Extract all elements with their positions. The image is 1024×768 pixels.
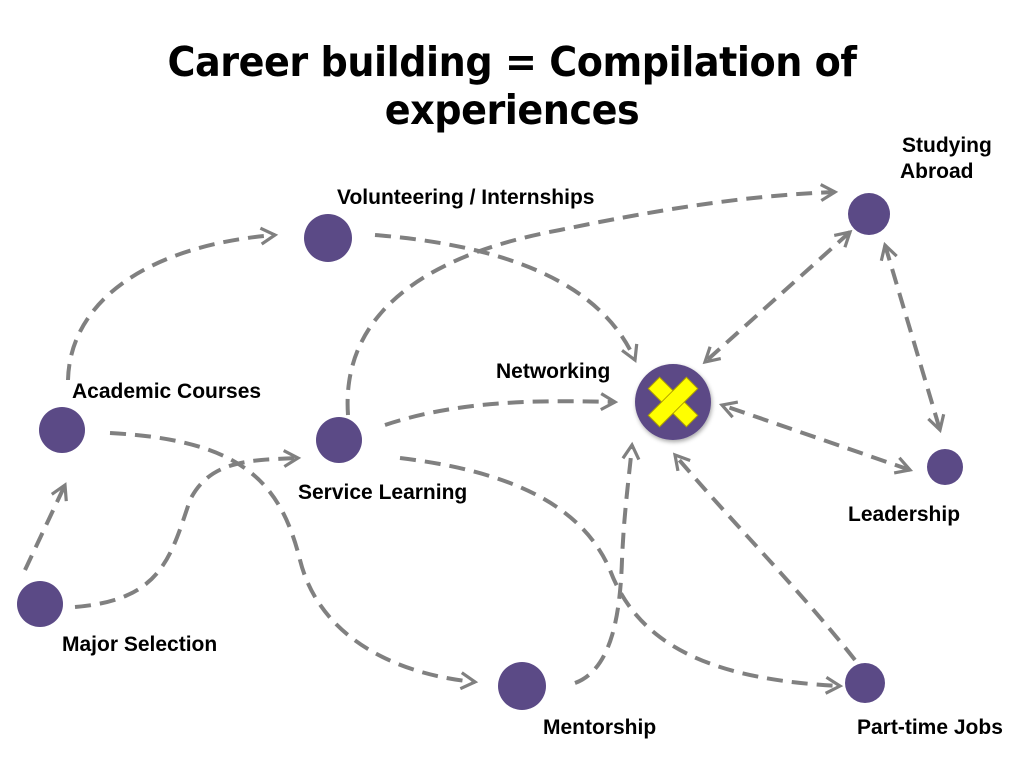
label-studying-abroad-2: Abroad <box>900 160 974 183</box>
node-networking <box>635 364 711 440</box>
edge-studying-networking <box>702 229 853 365</box>
label-parttime: Part-time Jobs <box>857 716 1003 739</box>
edge-service-studying <box>345 183 839 416</box>
x-mark-icon <box>647 376 699 428</box>
label-volunteering: Volunteering / Internships <box>337 186 594 209</box>
edge-service-networking <box>384 392 619 427</box>
edge-leadership-networking <box>718 400 914 475</box>
edges <box>23 183 946 695</box>
edge-major-service <box>74 449 302 609</box>
label-mentorship: Mentorship <box>543 716 656 739</box>
node-parttime <box>845 663 885 703</box>
edge-academic-volunteering <box>66 226 279 381</box>
nodes <box>17 193 963 710</box>
edge-mentorship-networking <box>574 441 641 685</box>
edge-parttime-networking <box>672 452 857 662</box>
edge-studying-leadership <box>879 241 946 434</box>
node-leadership <box>927 449 963 485</box>
diagram-title: Career building = Compilation of experie… <box>167 38 857 134</box>
edge-volunteering-networking <box>374 233 639 363</box>
node-mentorship <box>498 662 546 710</box>
edge-academic-mentorship <box>109 431 479 691</box>
node-volunteering <box>304 214 352 262</box>
node-service <box>316 417 362 463</box>
label-leadership: Leadership <box>848 503 960 526</box>
label-academic: Academic Courses <box>72 380 261 403</box>
label-networking: Networking <box>496 360 610 383</box>
labels: Volunteering / Internships Studying Abro… <box>62 134 1003 739</box>
label-service: Service Learning <box>298 481 467 504</box>
node-major <box>17 581 63 627</box>
label-major: Major Selection <box>62 633 217 656</box>
edge-major-academic <box>23 482 68 571</box>
label-studying-abroad-1: Studying <box>902 134 992 157</box>
node-studying-abroad <box>848 193 890 235</box>
node-academic <box>39 407 85 453</box>
